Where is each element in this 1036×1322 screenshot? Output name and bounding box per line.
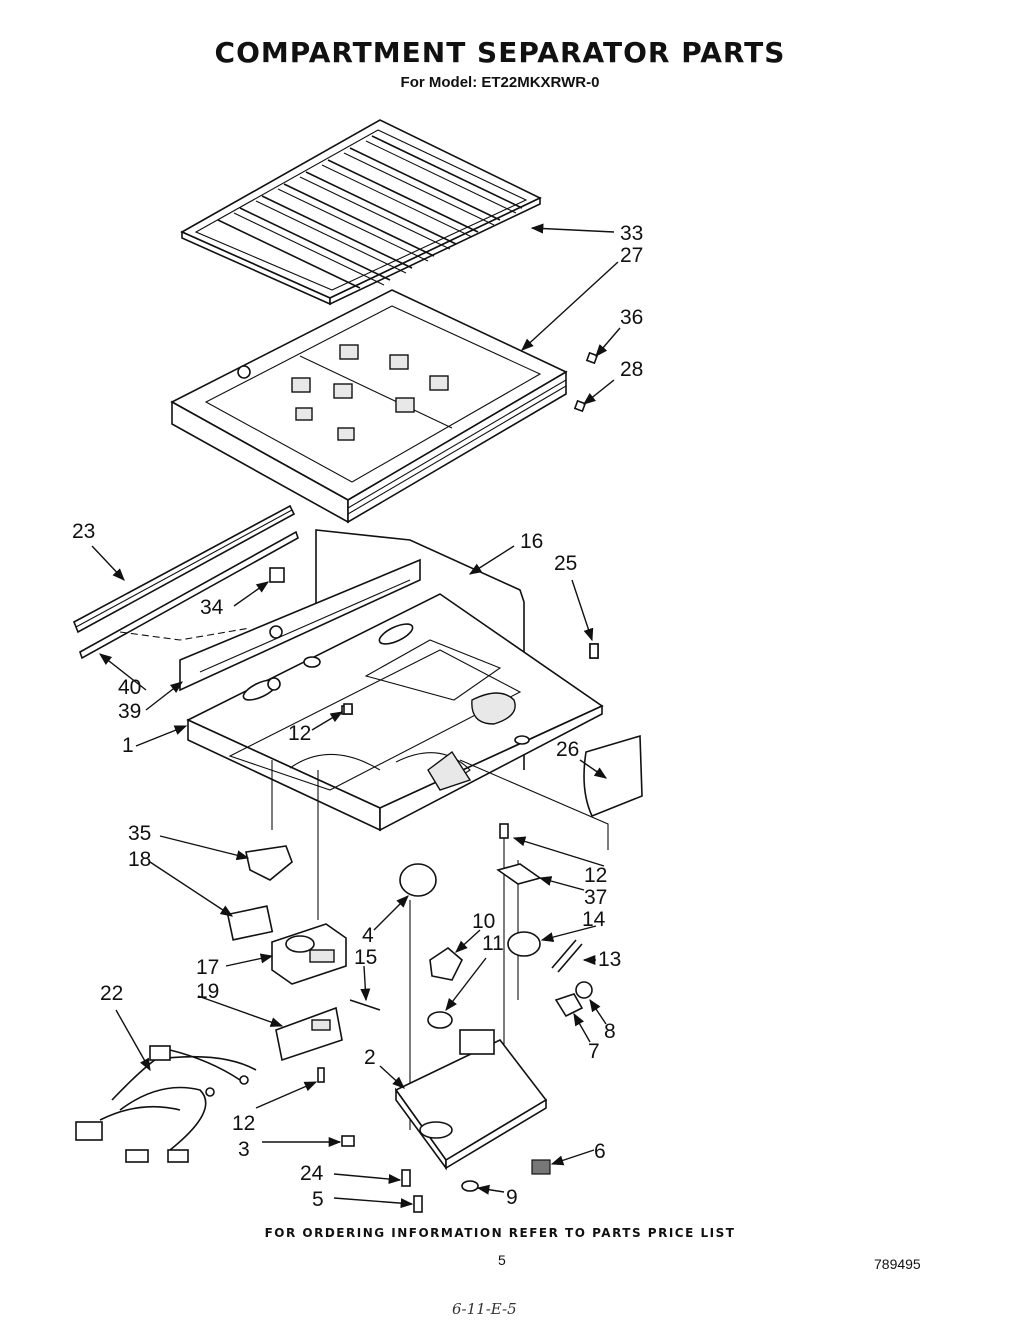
page-title: COMPARTMENT SEPARATOR PARTS bbox=[214, 36, 786, 69]
callout-label: 39 bbox=[118, 700, 141, 723]
callout-label: 15 bbox=[354, 946, 377, 969]
document-number: 789495 bbox=[874, 1256, 921, 1272]
grille-panel-part bbox=[180, 119, 542, 306]
connector-part-6 bbox=[531, 1159, 551, 1175]
callout-label: 26 bbox=[556, 738, 579, 761]
damper-part bbox=[245, 845, 293, 881]
callout-label: 3 bbox=[238, 1138, 250, 1161]
callout-label: 27 bbox=[620, 244, 643, 267]
callout-label: 19 bbox=[196, 980, 219, 1003]
wiring-harness-part bbox=[75, 1045, 257, 1163]
bulb-part bbox=[575, 981, 593, 999]
screw-part bbox=[589, 643, 599, 659]
callout-label: 12 bbox=[232, 1112, 255, 1135]
callout-label: 9 bbox=[506, 1186, 518, 1209]
socket-part bbox=[554, 993, 584, 1018]
callout-label: 40 bbox=[118, 676, 141, 699]
foam-pad-part bbox=[583, 734, 643, 818]
heater-wire-part bbox=[315, 529, 525, 770]
callout-label: 23 bbox=[72, 520, 95, 543]
fan-bearing-part bbox=[399, 863, 437, 897]
callout-label: 13 bbox=[598, 948, 621, 971]
callout-label: 36 bbox=[620, 306, 643, 329]
callout-label: 33 bbox=[620, 222, 643, 245]
callout-label: 34 bbox=[200, 596, 224, 619]
model-subtitle: For Model: ET22MKXRWR-0 bbox=[400, 74, 600, 91]
screw-part-24 bbox=[401, 1169, 411, 1187]
callout-label: 25 bbox=[554, 552, 577, 575]
callout-label: 14 bbox=[582, 908, 606, 931]
clip-part-3 bbox=[341, 1135, 355, 1147]
callout-label: 11 bbox=[482, 932, 504, 955]
screw-part bbox=[317, 1067, 325, 1083]
callout-label: 4 bbox=[362, 924, 374, 947]
screw-part-5 bbox=[413, 1195, 423, 1213]
callout-label: 5 bbox=[312, 1188, 324, 1211]
callout-label: 22 bbox=[100, 982, 123, 1005]
callout-label: 24 bbox=[300, 1162, 324, 1185]
control-housing-part bbox=[271, 923, 347, 985]
callout-arrows bbox=[91, 223, 621, 1209]
callout-label: 8 bbox=[604, 1020, 616, 1043]
screw-part bbox=[499, 823, 509, 839]
grommet-part bbox=[269, 567, 285, 583]
callout-label: 28 bbox=[620, 358, 643, 381]
screw-part bbox=[343, 703, 353, 715]
separator-frame-part bbox=[170, 289, 568, 524]
gasket-part bbox=[226, 905, 274, 941]
callout-label: 12 bbox=[288, 722, 311, 745]
grommet-part-11 bbox=[427, 1011, 453, 1029]
callout-label: 1 bbox=[122, 734, 134, 757]
tube-part-15 bbox=[349, 999, 381, 1011]
trim-strip-part bbox=[72, 504, 299, 660]
nut-part-9 bbox=[461, 1180, 479, 1192]
foam-block-part bbox=[179, 558, 421, 692]
callout-label: 10 bbox=[472, 910, 495, 933]
separator-pan-part bbox=[186, 593, 604, 832]
callout-label: 12 bbox=[584, 864, 607, 887]
clip-part-36 bbox=[585, 351, 599, 365]
ordering-note: FOR ORDERING INFORMATION REFER TO PARTS … bbox=[264, 1226, 736, 1240]
fan-housing-part bbox=[394, 1029, 548, 1171]
callout-label: 6 bbox=[594, 1140, 606, 1163]
page-number: 5 bbox=[498, 1252, 506, 1268]
handwritten-note: 6-11-E-5 bbox=[452, 1300, 517, 1318]
callout-labels: 33 27 36 28 23 16 25 34 40 39 12 1 26 35… bbox=[72, 222, 643, 1211]
heater-tube-part bbox=[551, 939, 583, 973]
callout-label: 35 bbox=[128, 822, 151, 845]
clip-part-28 bbox=[573, 399, 587, 413]
callout-label: 18 bbox=[128, 848, 151, 871]
callout-label: 2 bbox=[364, 1046, 376, 1069]
callout-label: 7 bbox=[588, 1040, 600, 1063]
thermostat-part bbox=[429, 946, 463, 981]
callout-label: 17 bbox=[196, 956, 219, 979]
callout-label: 16 bbox=[520, 530, 543, 553]
fan-blade-part bbox=[507, 931, 541, 957]
callout-label: 37 bbox=[584, 886, 607, 909]
control-bracket-part bbox=[275, 1006, 343, 1062]
